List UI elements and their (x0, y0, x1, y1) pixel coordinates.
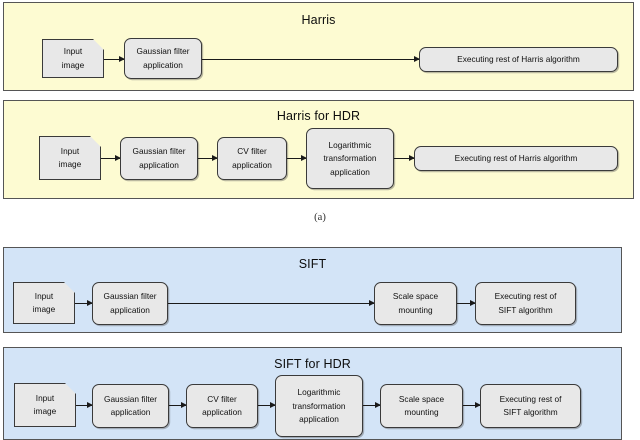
node-label-line: Executing rest of (499, 393, 562, 404)
node-hdr-log-transform[interactable]: Logarithmic transformation application (306, 128, 394, 189)
node-label-line: application (110, 407, 151, 418)
panel-sift-title: SIFT (298, 257, 327, 271)
node-sifthdr-executing-rest[interactable]: Executing rest of SIFT algorithm (480, 384, 581, 428)
arrow-input-to-gaussian (76, 401, 93, 408)
node-label-line: CV filter (207, 393, 237, 404)
node-label-line: application (232, 159, 272, 170)
node-sifthdr-gaussian-filter[interactable]: Gaussian filter application (92, 384, 169, 428)
node-sifthdr-log-transform[interactable]: Logarithmic transformation application (275, 375, 363, 437)
node-label-line: Executing rest of Harris algorithm (454, 153, 578, 164)
panel-harris: Harris Input image Gaussian filter appli… (3, 2, 634, 91)
node-label-line: transformation (292, 400, 346, 411)
document-shape-bg (39, 136, 101, 180)
subfigure-label-a: (a) (314, 212, 326, 223)
node-label-line: application (110, 304, 150, 315)
node-label-line: Executing rest of Harris algorithm (457, 54, 580, 65)
node-label-line: Input (63, 46, 83, 57)
document-shape-bg (14, 383, 76, 427)
node-label-line: Input (34, 290, 54, 301)
node-label-line: mounting (404, 407, 439, 418)
node-hdr-executing-rest[interactable]: Executing rest of Harris algorithm (414, 146, 618, 171)
panel-harris-for-hdr-title: Harris for HDR (276, 109, 361, 123)
node-label-line: SIFT algorithm (503, 407, 558, 418)
node-hdr-gaussian-filter[interactable]: Gaussian filter application (120, 137, 198, 180)
node-sift-scale-space[interactable]: Scale space mounting (374, 282, 457, 325)
node-label-line: CV filter (237, 146, 267, 157)
node-sifthdr-scale-space[interactable]: Scale space mounting (380, 384, 463, 428)
node-sifthdr-cv-filter[interactable]: CV filter application (186, 384, 258, 428)
arrow-log-to-scale-space (363, 401, 381, 408)
panel-sift: SIFT Input image Gaussian filter applica… (3, 247, 622, 333)
node-sift-input-image[interactable]: Input image (13, 282, 75, 324)
document-shape-bg (42, 39, 104, 78)
node-label-line: image (61, 59, 85, 70)
arrow-gaussian-to-executing (202, 55, 420, 62)
arrow-cv-to-log (287, 154, 307, 161)
node-label-line: image (32, 304, 56, 315)
node-label-line: application (299, 414, 339, 425)
node-label-line: Gaussian filter (103, 393, 158, 404)
arrow-scale-space-to-executing (463, 401, 481, 408)
panel-sift-for-hdr-title: SIFT for HDR (274, 357, 351, 371)
node-label-line: Input (60, 145, 80, 156)
document-shape-bg (13, 282, 75, 324)
node-label-line: Scale space (398, 393, 445, 404)
node-label-line: Gaussian filter (136, 46, 190, 57)
node-hdr-input-image[interactable]: Input image (39, 136, 101, 180)
node-label-line: application (139, 159, 179, 170)
node-label-line: image (33, 406, 57, 417)
node-label-line: application (330, 166, 370, 177)
node-harris-executing-rest[interactable]: Executing rest of Harris algorithm (419, 47, 618, 72)
arrow-scale-space-to-executing (457, 299, 476, 306)
panel-harris-title: Harris (301, 13, 336, 27)
arrow-gaussian-to-cv (169, 401, 187, 408)
node-label-line: Scale space (392, 291, 439, 302)
node-label-line: Gaussian filter (132, 146, 186, 157)
node-label-line: mounting (398, 304, 433, 315)
node-sift-gaussian-filter[interactable]: Gaussian filter application (92, 282, 168, 325)
node-label-line: Input (35, 392, 55, 403)
node-sift-executing-rest[interactable]: Executing rest of SIFT algorithm (475, 282, 576, 325)
node-label-line: SIFT algorithm (498, 304, 553, 315)
panel-sift-for-hdr: SIFT for HDR Input image Gaussian filter… (3, 347, 622, 440)
arrow-gaussian-to-cv (198, 154, 218, 161)
arrow-input-to-gaussian (75, 299, 93, 306)
node-label-line: application (202, 407, 242, 418)
node-label-line: image (58, 159, 82, 170)
node-harris-gaussian-filter[interactable]: Gaussian filter application (124, 38, 202, 79)
node-label-line: Logarithmic (297, 387, 341, 398)
node-label-line: Gaussian filter (103, 291, 157, 302)
arrow-log-to-executing (394, 154, 415, 161)
panel-harris-for-hdr: Harris for HDR Input image Gaussian filt… (3, 100, 634, 199)
node-sifthdr-input-image[interactable]: Input image (14, 383, 76, 427)
arrow-gaussian-to-scale-space (168, 299, 375, 306)
arrow-input-to-gaussian (104, 55, 125, 62)
node-harris-input-image[interactable]: Input image (42, 39, 104, 78)
node-label-line: application (143, 59, 183, 70)
node-label-line: Executing rest of (494, 291, 557, 302)
node-label-line: Logarithmic (328, 139, 372, 150)
arrow-cv-to-log (258, 401, 276, 408)
node-hdr-cv-filter[interactable]: CV filter application (217, 137, 287, 180)
node-label-line: transformation (323, 153, 377, 164)
arrow-input-to-gaussian (101, 154, 121, 161)
